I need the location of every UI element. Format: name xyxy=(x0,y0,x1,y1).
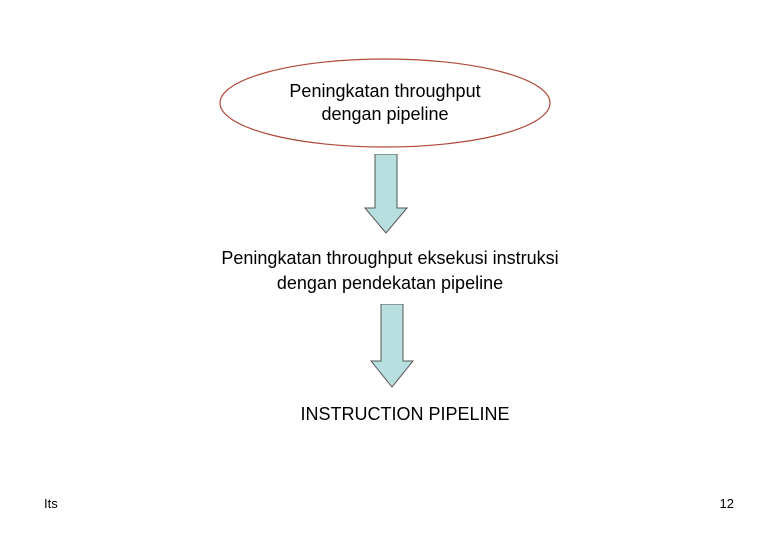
ellipse-outline xyxy=(219,58,551,148)
ellipse-label-line-1: Peningkatan throughput xyxy=(289,81,481,101)
ellipse-shape xyxy=(219,58,551,148)
ellipse-label: Peningkatan throughput dengan pipeline xyxy=(218,80,552,126)
down-arrow-1-shape xyxy=(364,154,408,234)
ellipse-label-line-2: dengan pipeline xyxy=(321,104,449,124)
diagram-node-middle: Peningkatan throughput eksekusi instruks… xyxy=(120,246,660,296)
page-number: 12 xyxy=(719,496,734,511)
down-arrow-2-shape xyxy=(370,304,414,388)
diagram-node-final: INSTRUCTION PIPELINE xyxy=(300,404,510,424)
middle-label-line-1: Peningkatan throughput eksekusi instruks… xyxy=(221,248,559,268)
diagram-node-ellipse: Peningkatan throughput dengan pipeline xyxy=(218,57,552,149)
down-arrow-2 xyxy=(370,304,414,388)
footer-left-label: Its xyxy=(44,496,58,511)
down-arrow-1 xyxy=(364,154,408,234)
middle-label-line-2: dengan pendekatan pipeline xyxy=(276,273,504,293)
